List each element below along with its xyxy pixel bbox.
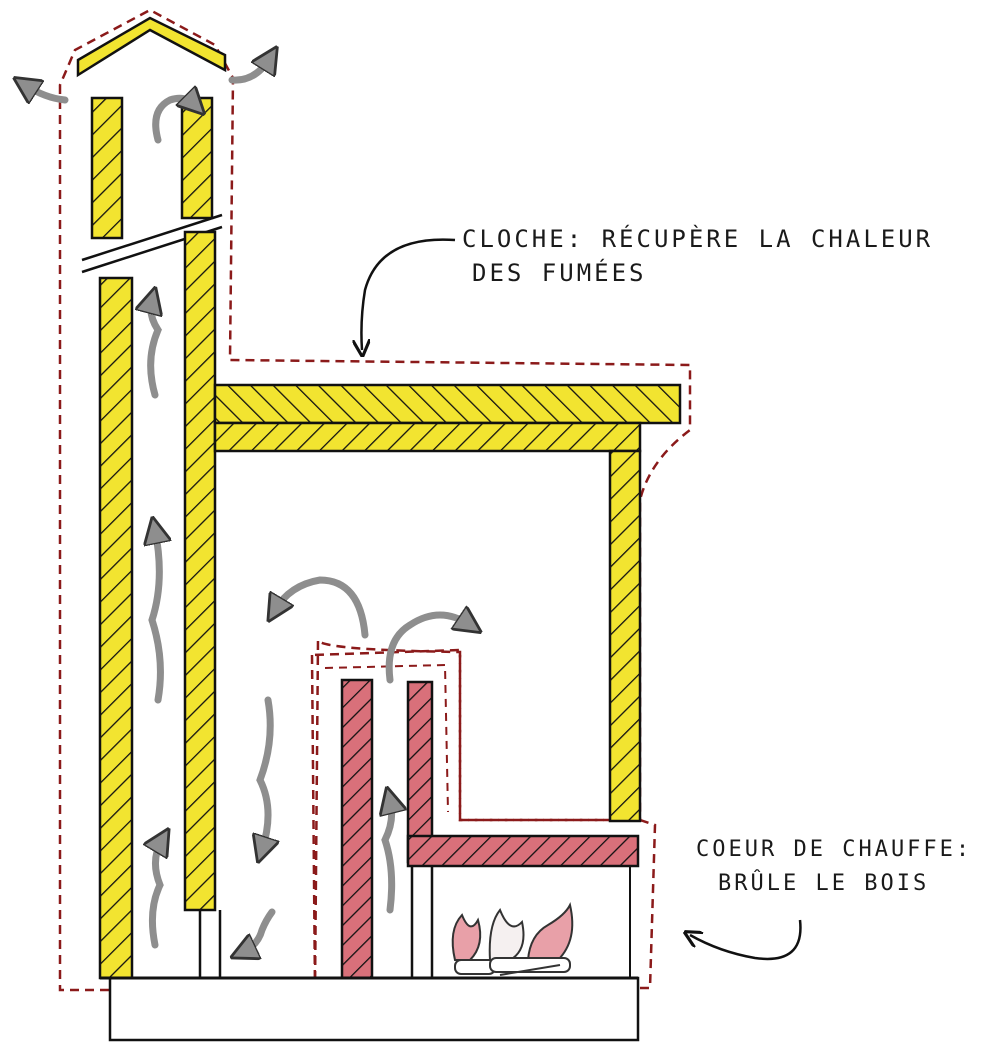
cloche-top-slab [213,383,682,425]
smoke-arrow-icon [151,300,158,399]
cloche-label-line1: CLOCHE: RÉCUPÈRE LA CHALEUR [462,225,934,253]
chimney-right-wall-lower [183,230,217,912]
cloche-inner-slab [213,421,642,453]
coeur-label-line2: BRÛLE LE BOIS [718,871,930,896]
chimney-right-wall-upper [180,96,214,220]
coeur-callout-arrow-icon [690,919,802,961]
smoke-arrow-icon [152,530,160,704]
coeur-label: COEUR DE CHAUFFE: BRÛLE LE BOIS [696,833,972,901]
smoke-arrow-icon [260,696,270,850]
cut-line [81,213,223,262]
coeur-left-wall [340,678,374,980]
coeur-label-line1: COEUR DE CHAUFFE: [696,837,973,862]
cloche-label-line2: DES FUMÉES [472,259,647,287]
cloche-callout-arrow-icon [361,238,456,350]
smoke-arrow-icon [152,98,195,144]
smoke-arrow-icon [243,908,276,952]
smoke-arrow-icon [385,615,470,684]
base-plinth [108,976,640,1042]
smoke-arrow-icon [385,800,392,914]
cloche-label: CLOCHE: RÉCUPÈRE LA CHALEUR DES FUMÉES [462,222,933,290]
chimney-left-wall-lower [98,276,134,980]
chimney-left-wall-upper [90,96,124,240]
smoke-arrow-icon [275,576,369,639]
smoke-arrow-icon [152,840,162,949]
chimney-cap [76,16,227,78]
smoke-arrow-icon [228,58,270,84]
cloche-right-wall [608,449,642,823]
coeur-top-slab [406,834,640,868]
smoke-arrow-icon [25,85,69,100]
wood-fire-icon [451,902,574,976]
